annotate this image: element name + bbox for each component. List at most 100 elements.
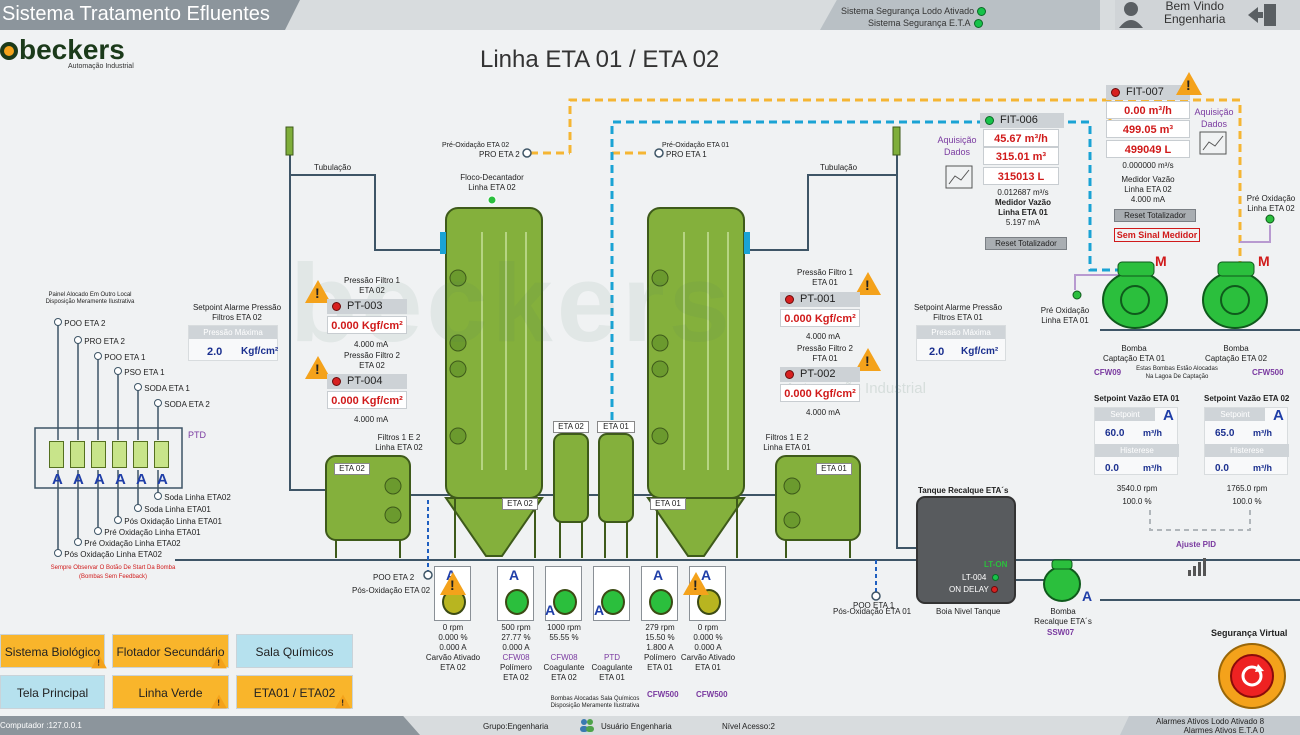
sp-pressure-eta02-value[interactable]: 2.0	[207, 346, 223, 358]
mode-a-5[interactable]: A	[136, 471, 147, 488]
ajuste-pid-label[interactable]: Ajuste PID	[1176, 540, 1217, 549]
valve-pro-eta2[interactable]: PRO ETA 2	[74, 336, 125, 347]
sys-status-eta: Sistema Segurança E.T.A	[868, 18, 983, 29]
user-avatar-icon[interactable]	[1116, 0, 1146, 28]
ptd-cell-3[interactable]	[91, 441, 106, 468]
dosing-pump-amp: 1.800 A	[646, 643, 674, 652]
dosing-pump-2[interactable]: A	[497, 566, 534, 621]
fit006-reset-button[interactable]: Reset Totalizador	[985, 237, 1067, 250]
sp-pressure-eta02[interactable]: Pressão Máxima 2.0 Kgf/cm²	[188, 325, 278, 361]
dosing-pump-pct: 27.77 %	[501, 633, 531, 642]
valve-poo-eta2[interactable]: POO ETA 2	[54, 318, 105, 329]
refresh-icon	[1241, 664, 1264, 687]
dosing-pump-name-line1: Carvão Ativado	[680, 653, 736, 662]
pt002-tag[interactable]: PT-002	[780, 367, 860, 382]
coag-eta02-mode[interactable]: A	[545, 602, 556, 618]
fit007-reset-button[interactable]: Reset Totalizador	[1114, 209, 1196, 222]
fit007-tag[interactable]: FIT-007	[1106, 85, 1190, 100]
pt004-tag[interactable]: PT-004	[327, 374, 407, 389]
mode-a-1[interactable]: A	[52, 471, 63, 488]
pump-warning-note: Sempre Observar O Botão De Start Da Bomb…	[50, 565, 176, 580]
valve-soda-linha-eta02[interactable]: Soda Linha ETA02	[154, 492, 231, 503]
valve-pos-ox-linha-eta02[interactable]: Pós Oxidação Linha ETA02	[54, 549, 162, 560]
pt001-tag[interactable]: PT-001	[780, 292, 860, 307]
flow-sp-eta01[interactable]: Setpoint A 60.0 m³/h Histerese 0.0 m³/h	[1094, 407, 1179, 475]
dosing-pump-pct: 0.000 %	[693, 633, 723, 642]
nav-linha-verde-button[interactable]: Linha Verde	[112, 675, 229, 709]
valve-pre-ox-linha-eta01[interactable]: Pré Oxidação Linha ETA01	[94, 527, 201, 538]
nav-sistema-biologico-button[interactable]: Sistema Biológico	[0, 634, 105, 668]
status-ok-icon	[973, 19, 983, 29]
ptd-cell-4[interactable]	[112, 441, 127, 468]
nav-tela-principal-button[interactable]: Tela Principal	[0, 675, 105, 709]
logout-icon[interactable]	[1246, 2, 1278, 28]
flow-sp-eta01-hyst[interactable]: 0.0	[1105, 463, 1119, 474]
sp-pressure-eta01-value[interactable]: 2.0	[929, 346, 945, 358]
carvao-eta01-warning-icon: !	[683, 572, 709, 595]
sp-pressure-eta01[interactable]: Pressão Máxima 2.0 Kgf/cm²	[916, 325, 1006, 361]
pt003-tag[interactable]: PT-003	[327, 299, 407, 314]
pump-icon	[553, 589, 577, 615]
fit007-total-m3: 499.05 m³	[1106, 120, 1190, 138]
logo-subtitle: Automação Industrial	[68, 63, 134, 70]
footer-group: Grupo:Engenharia	[483, 722, 549, 731]
flow-sp-eta01-value[interactable]: 60.0	[1105, 428, 1125, 439]
flow-sp-eta02-value[interactable]: 65.0	[1215, 428, 1235, 439]
mode-a-6[interactable]: A	[157, 471, 168, 488]
valve-soda-eta1[interactable]: SODA ETA 1	[134, 383, 190, 394]
nav-eta01-eta02-button[interactable]: ETA01 / ETA02	[236, 675, 353, 709]
pt004-ma: 4.000 mA	[354, 415, 389, 424]
mode-a-4[interactable]: A	[115, 471, 126, 488]
valve-soda-linha-eta01[interactable]: Soda Linha ETA01	[134, 504, 211, 515]
flow-sp-eta02-mode[interactable]: A	[1273, 407, 1284, 424]
coag-eta01-mode[interactable]: A	[594, 602, 605, 618]
pt002-warning-icon: !	[855, 348, 881, 371]
flow-sp-eta02-hyst-label: Histerese	[1205, 444, 1289, 457]
flow-sp-eta01-title: Setpoint Vazão ETA 01	[1094, 394, 1180, 403]
dosing-pump-mode[interactable]: A	[653, 567, 664, 583]
pt004-warning-icon: !	[305, 356, 331, 379]
valve-pso-eta1[interactable]: PSO ETA 1	[114, 367, 165, 378]
mode-a-3[interactable]: A	[94, 471, 105, 488]
nav-linha-verde-warning-icon: !	[211, 694, 227, 709]
recalque-mode[interactable]: A	[1082, 588, 1093, 604]
mode-a-2[interactable]: A	[73, 471, 84, 488]
valve-pre-ox-linha-eta02[interactable]: Pré Oxidação Linha ETA02	[74, 538, 181, 549]
ptd-cell-5[interactable]	[133, 441, 148, 468]
label-boia: Boia Nivel Tanque	[936, 607, 1001, 616]
flow-sp-eta02[interactable]: Setpoint A 65.0 m³/h Histerese 0.0 m³/h	[1204, 407, 1289, 475]
alarm-dot-icon	[332, 302, 341, 311]
ptd-cell-1[interactable]	[49, 441, 64, 468]
dosing-pump-3[interactable]: A	[545, 566, 582, 621]
valve-pos-ox-linha-eta01[interactable]: Pós Oxidação Linha ETA01	[114, 516, 222, 527]
dosing-pump-name-line1: PTD	[604, 653, 620, 662]
dosing-pump-mode[interactable]: A	[509, 567, 520, 583]
tag-small-eta02: ETA 02	[553, 421, 589, 433]
emergency-button[interactable]	[1218, 643, 1286, 709]
flow-sp-eta02-hyst[interactable]: 0.0	[1215, 463, 1229, 474]
valve-poo-eta1[interactable]: POO ETA 1	[94, 352, 145, 363]
ptd-cell-6[interactable]	[154, 441, 169, 468]
pt003-value: 0.000 Kgf/cm²	[327, 316, 407, 334]
dosing-pump-4[interactable]: A	[593, 566, 630, 621]
nav-sala-quimicos-button[interactable]: Sala Químicos	[236, 634, 353, 668]
motor-m-eta02: M	[1258, 253, 1270, 269]
nav-flotador-button[interactable]: Flotador Secundário	[112, 634, 229, 668]
fit006-tag[interactable]: FIT-006	[980, 113, 1064, 128]
flow-sp-eta01-mode[interactable]: A	[1163, 407, 1174, 424]
dosing-pump-name-line2: ETA 02	[440, 663, 466, 672]
pt004-value: 0.000 Kgf/cm²	[327, 391, 407, 409]
dosing-pump-pct: 15.50 %	[645, 633, 675, 642]
label-poo-eta2: POO ETA 2	[373, 573, 415, 582]
ptd-cell-2[interactable]	[70, 441, 85, 468]
valve-soda-eta2[interactable]: SODA ETA 2	[154, 399, 210, 410]
dosing-pump-5[interactable]: A	[641, 566, 678, 621]
